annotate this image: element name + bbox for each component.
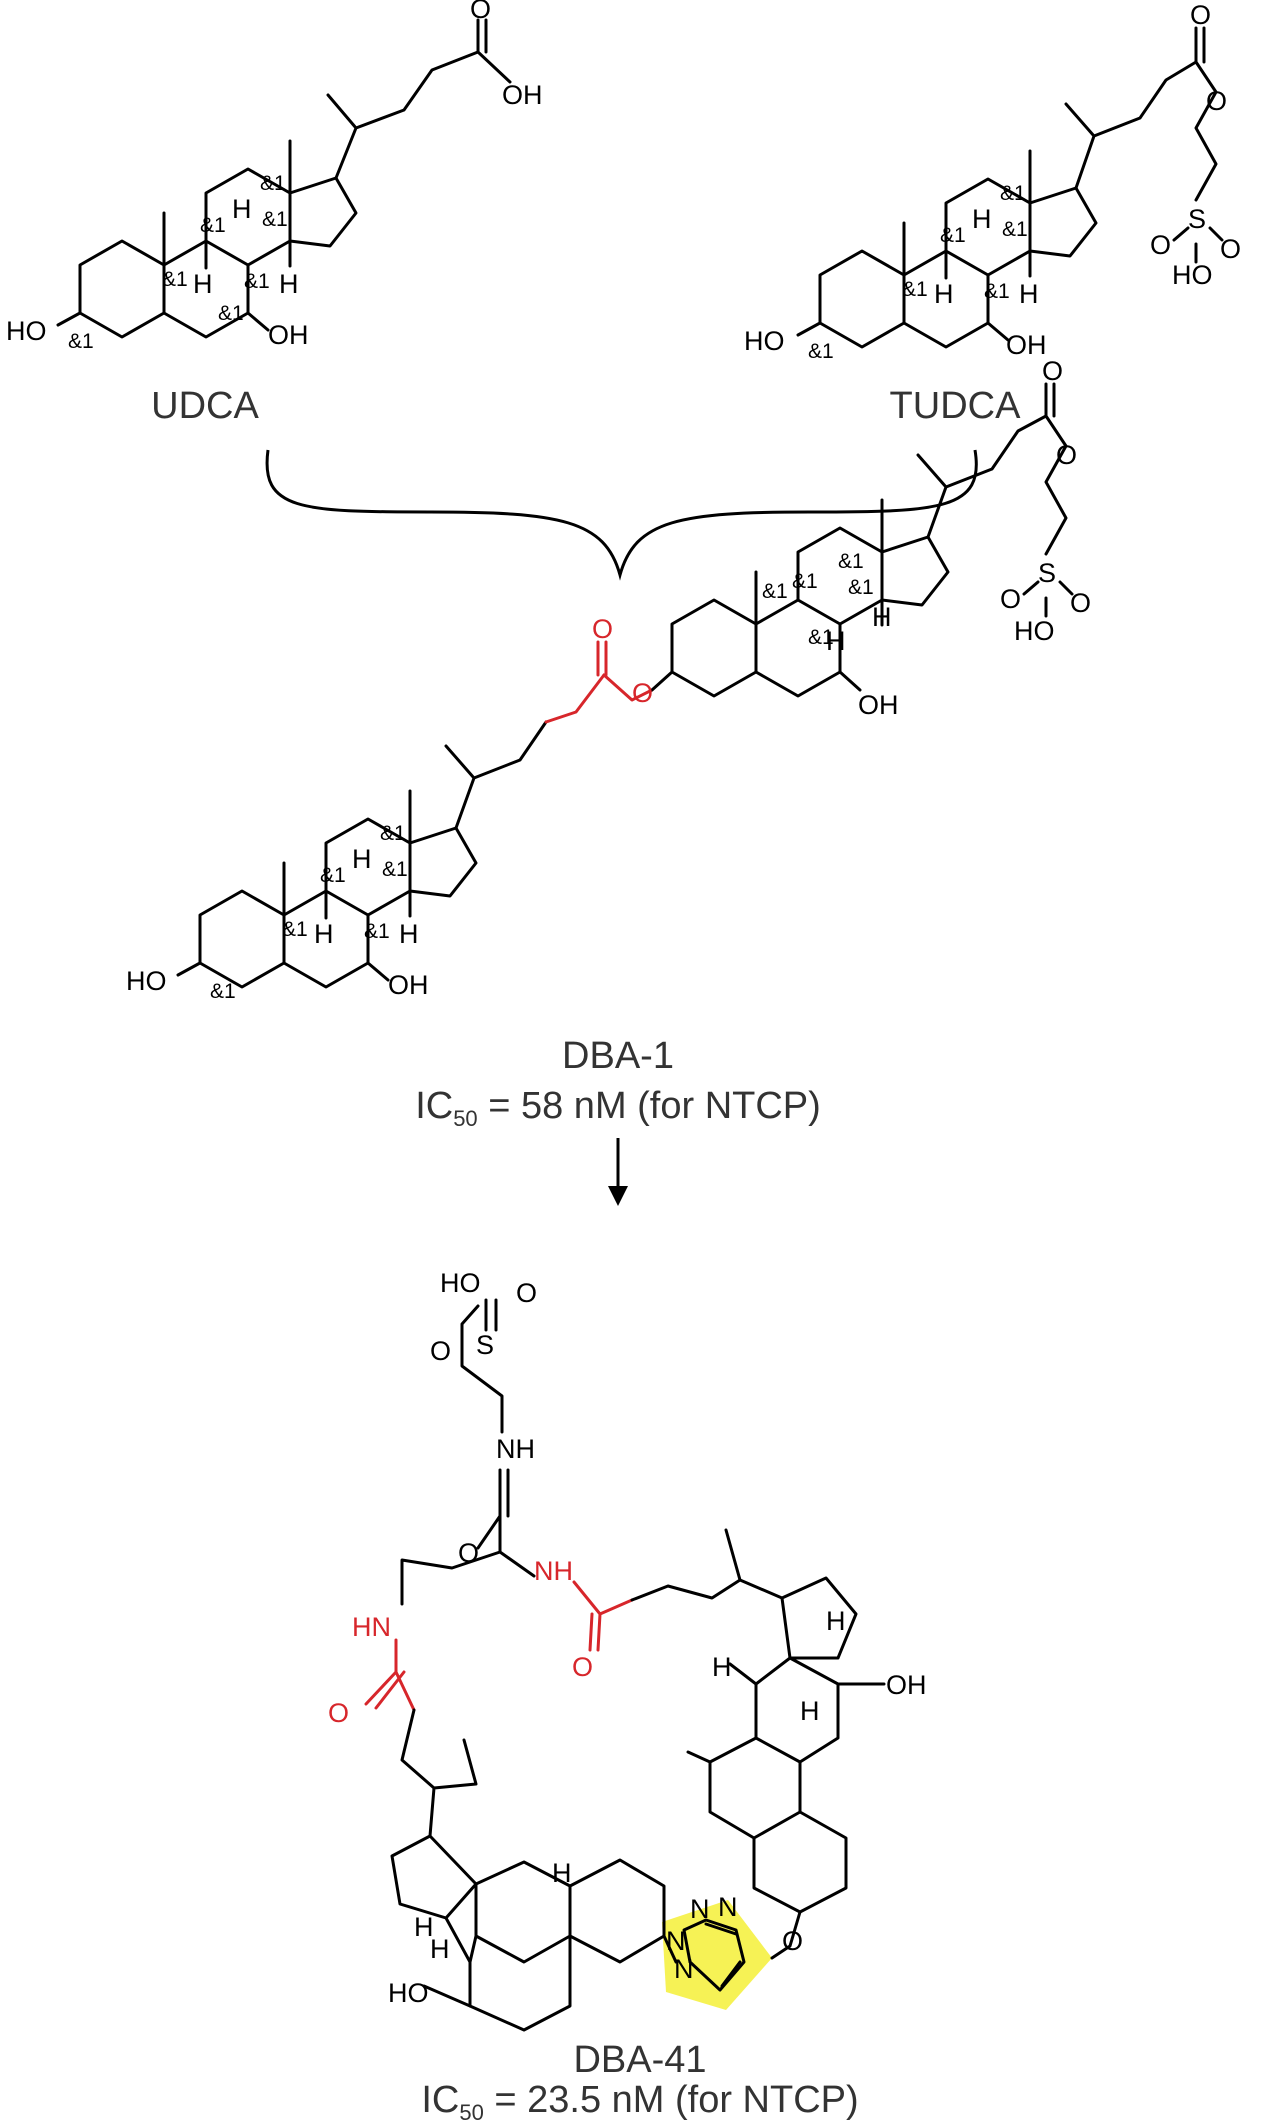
dba1-h-label-3: H <box>399 919 419 949</box>
dba1-ester-o-label: O <box>632 678 653 708</box>
dba1-stereo-label-3: &1 <box>320 864 346 887</box>
udca-name: UDCA <box>151 385 259 427</box>
dba1-h-label-4: H <box>826 626 846 656</box>
dba1-stereo-label-9: &1 <box>838 550 864 573</box>
dba1-stereo-label-8: &1 <box>792 570 818 593</box>
dba41-so-top-label: O <box>516 1278 537 1308</box>
reaction-arrow <box>608 1138 628 1206</box>
dba1-oh-label: OH <box>388 970 429 1000</box>
tudca-stereo-label-5: &1 <box>1000 182 1026 205</box>
dba1-stereo-label-2: &1 <box>282 918 308 941</box>
udca-acid-oh-label: OH <box>502 80 543 110</box>
tudca-stereo-label: &1 <box>808 340 834 363</box>
dba41-left-hn-label: HN <box>352 1612 391 1642</box>
dba1-linker-o-label: O <box>592 614 613 644</box>
udca-stereo-label-6: &1 <box>262 208 288 231</box>
tudca-oh-label: OH <box>1006 330 1047 360</box>
dba41-triazole-n4-label: N <box>674 1954 694 1984</box>
tudca-stereo-label-4: &1 <box>984 280 1010 303</box>
tudca-stereo-label-2: &1 <box>902 278 928 301</box>
dba1-h-label-5: H <box>872 602 892 632</box>
dba1-h-label: H <box>352 844 372 874</box>
dba1-ho-label: HO <box>126 966 167 996</box>
tudca-ho-label: HO <box>744 326 785 356</box>
tudca-so-left-label: O <box>1150 230 1171 260</box>
udca-acid-o-label: O <box>470 0 491 24</box>
dba41-amide-o-label: O <box>458 1538 479 1568</box>
dba1-so-left-label: O <box>1000 584 1021 614</box>
dba1-stereo-label-11: &1 <box>808 626 834 649</box>
merge-brace <box>265 449 978 581</box>
tudca-s-label: S <box>1188 204 1206 234</box>
dba1-name: DBA-1 <box>562 1035 674 1077</box>
dba41-triazole-n3-label: N <box>666 1926 686 1956</box>
udca-stereo-label: &1 <box>68 330 94 353</box>
dba41-name: DBA-41 <box>573 2039 706 2081</box>
dba41-h-label: H <box>826 1606 846 1636</box>
udca-h-label-2: H <box>193 269 213 299</box>
dba1-ester-o-label-2: O <box>1056 440 1077 470</box>
tudca-h-label: H <box>972 204 992 234</box>
tudca-sulfonic-ho-label: HO <box>1172 260 1213 290</box>
tudca-h-label-2: H <box>934 279 954 309</box>
dba41-triazole-n2-label: N <box>718 1892 738 1922</box>
dba41-s-label: S <box>476 1330 494 1360</box>
dba1-stereo-label-4: &1 <box>364 920 390 943</box>
dba1-so-right-label: O <box>1070 588 1091 618</box>
dba1-structure: HO OH O O OH O O S O O HO H H H H H &1 &… <box>126 356 1091 1003</box>
tudca-carbonyl-o-label: O <box>1190 0 1211 30</box>
dba41-ether-o-label: O <box>782 1926 803 1956</box>
dba41-right-o-label: O <box>572 1652 593 1682</box>
dba1-stereo-label-10: &1 <box>848 576 874 599</box>
dba41-structure: HO S O O NH O NH O HN O OH H H H O HO H … <box>328 1268 927 2032</box>
dba1-ic50: IC50 = 58 nM (for NTCP) <box>415 1085 821 1131</box>
dba1-stereo-label-6: &1 <box>382 858 408 881</box>
dba41-h-label-2: H <box>712 1652 732 1682</box>
dba1-carbonyl-o-label: O <box>1042 356 1063 386</box>
dba41-sulfonic-ho-label: HO <box>440 1268 481 1298</box>
dba41-so-left-label: O <box>430 1336 451 1366</box>
udca-oh-label: OH <box>268 320 309 350</box>
dba41-oh-label: OH <box>886 1670 927 1700</box>
udca-h-label: H <box>232 194 252 224</box>
tudca-ester-o-label: O <box>1206 86 1227 116</box>
dba1-oh-label-2: OH <box>858 690 899 720</box>
dba41-h-label-4: H <box>552 1858 572 1888</box>
dba1-stereo-label-5: &1 <box>380 822 406 845</box>
dba41-h-label-6: H <box>430 1934 450 1964</box>
dba1-stereo-label-7: &1 <box>762 580 788 603</box>
dba1-stereo-label: &1 <box>210 980 236 1003</box>
udca-ho-label: HO <box>6 316 47 346</box>
dba1-s-label: S <box>1038 558 1056 588</box>
udca-stereo-label-4: &1 <box>244 270 270 293</box>
dba41-triazole-n1-label: N <box>690 1894 710 1924</box>
udca-structure: HO OH O OH H H H &1 &1 &1 &1 &1 &1 &1 <box>6 0 543 353</box>
tudca-h-label-3: H <box>1019 279 1039 309</box>
udca-stereo-label-3: &1 <box>200 214 226 237</box>
dba41-ic50: IC50 = 23.5 nM (for NTCP) <box>421 2079 858 2120</box>
tudca-name: TUDCA <box>890 385 1022 427</box>
dba41-ho-label: HO <box>388 1978 429 2008</box>
udca-stereo-label-2: &1 <box>162 268 188 291</box>
dba41-right-nh-label: NH <box>534 1556 573 1586</box>
tudca-structure: HO OH O O S O O HO H H H &1 &1 &1 &1 &1 … <box>744 0 1241 363</box>
dba1-h-label-2: H <box>314 919 334 949</box>
udca-stereo-label-5: &1 <box>260 172 286 195</box>
udca-h-label-3: H <box>279 269 299 299</box>
tudca-stereo-label-3: &1 <box>940 224 966 247</box>
dba41-nh-label: NH <box>496 1434 535 1464</box>
udca-stereo-label-7: &1 <box>218 302 244 325</box>
dba41-h-label-5: H <box>414 1912 434 1942</box>
dba1-sulfonic-ho-label: HO <box>1014 616 1055 646</box>
tudca-so-right-label: O <box>1220 234 1241 264</box>
tudca-stereo-label-6: &1 <box>1002 218 1028 241</box>
dba41-left-o-label: O <box>328 1698 349 1728</box>
dba41-h-label-3: H <box>800 1696 820 1726</box>
